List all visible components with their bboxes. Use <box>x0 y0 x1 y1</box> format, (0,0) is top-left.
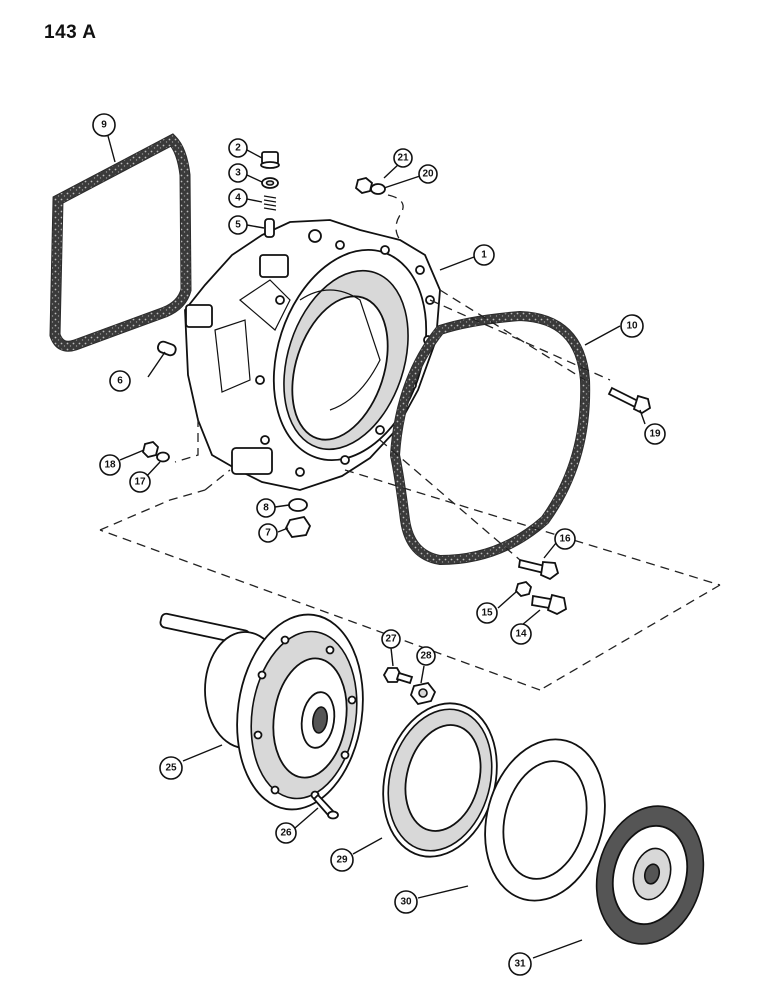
drain-plug-7-8 <box>284 498 312 538</box>
svg-text:6: 6 <box>117 376 123 387</box>
callout-2: 2 <box>228 138 248 158</box>
bolt-19 <box>607 386 652 415</box>
assembly-guide-lines <box>99 194 721 691</box>
callout-20: 20 <box>418 164 438 184</box>
nut-washer-17-18 <box>142 441 170 463</box>
callout-27: 27 <box>381 629 401 649</box>
svg-text:21: 21 <box>397 153 409 164</box>
svg-text:4: 4 <box>235 193 241 204</box>
nut-15 <box>514 581 533 597</box>
callout-29: 29 <box>330 848 354 872</box>
callout-9: 9 <box>92 113 116 137</box>
callout-4: 4 <box>228 188 248 208</box>
callout-7: 7 <box>258 523 278 543</box>
svg-text:2: 2 <box>235 143 241 154</box>
callout-3: 3 <box>228 163 248 183</box>
svg-text:29: 29 <box>336 855 348 866</box>
svg-text:7: 7 <box>265 528 271 539</box>
leader-lines <box>107 135 646 959</box>
callout-25: 25 <box>159 756 183 780</box>
callout-18: 18 <box>99 454 121 476</box>
rear-cover-gasket <box>49 133 192 352</box>
svg-text:30: 30 <box>400 897 412 908</box>
callout-28: 28 <box>416 646 436 666</box>
bolt-14 <box>531 593 568 616</box>
svg-text:27: 27 <box>385 634 397 645</box>
svg-text:14: 14 <box>515 629 527 640</box>
svg-text:3: 3 <box>235 168 241 179</box>
pto-drive-assembly <box>159 612 364 811</box>
svg-text:17: 17 <box>134 477 146 488</box>
plug-assembly-parts <box>260 151 280 238</box>
callout-31: 31 <box>508 952 532 976</box>
page-number: 143 A <box>44 22 97 43</box>
callout-30: 30 <box>394 890 418 914</box>
svg-text:19: 19 <box>649 429 661 440</box>
callout-17: 17 <box>129 471 151 493</box>
svg-text:25: 25 <box>165 763 177 774</box>
driven-disc-31 <box>595 805 705 945</box>
callout-1: 1 <box>473 244 495 266</box>
svg-text:31: 31 <box>514 959 526 970</box>
nut-28 <box>409 682 437 706</box>
svg-text:16: 16 <box>559 534 571 545</box>
svg-text:18: 18 <box>104 460 116 471</box>
svg-text:10: 10 <box>626 321 638 332</box>
callout-5: 5 <box>228 215 248 235</box>
callout-26: 26 <box>275 822 297 844</box>
callout-19: 19 <box>644 423 666 445</box>
bolt-16 <box>517 558 560 581</box>
nut-washer-20-21 <box>354 177 386 195</box>
housing-gasket <box>389 310 591 566</box>
svg-text:28: 28 <box>420 651 432 662</box>
svg-text:5: 5 <box>235 220 241 231</box>
svg-text:8: 8 <box>263 503 269 514</box>
screw-26 <box>312 793 339 820</box>
dowel-pin <box>156 340 177 357</box>
svg-text:9: 9 <box>101 120 107 131</box>
callout-8: 8 <box>256 498 276 518</box>
svg-text:26: 26 <box>280 828 292 839</box>
separator-plate-30 <box>484 738 606 902</box>
svg-text:15: 15 <box>481 608 493 619</box>
svg-text:1: 1 <box>481 250 487 261</box>
callout-16: 16 <box>554 528 576 550</box>
callout-21: 21 <box>393 148 413 168</box>
clutch-plate-ring-29 <box>382 702 498 858</box>
clutch-housing <box>184 219 441 491</box>
callout-6: 6 <box>109 370 131 392</box>
callout-10: 10 <box>620 314 644 338</box>
callout-15: 15 <box>476 602 498 624</box>
bolt-27 <box>382 667 414 685</box>
svg-text:20: 20 <box>422 169 434 180</box>
callout-14: 14 <box>510 623 532 645</box>
